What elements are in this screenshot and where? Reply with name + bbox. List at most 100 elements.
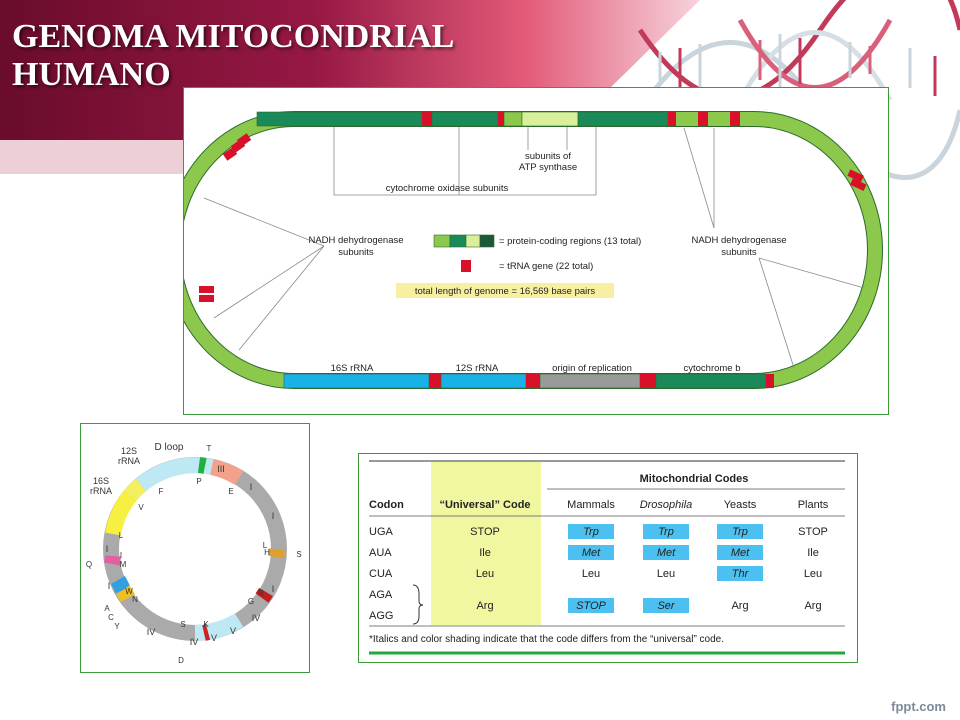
- label-M: M: [120, 560, 127, 569]
- atp-synthase-label-1: subunits of: [525, 151, 571, 162]
- footer-brand: fppt.com: [891, 699, 946, 714]
- differing-cells: [568, 524, 763, 613]
- label-W: W: [125, 587, 133, 596]
- bottom-segments: [283, 373, 774, 389]
- label-D: D: [178, 656, 184, 665]
- header-plants: Plants: [798, 499, 829, 511]
- rrna12-label-1: 12S: [121, 446, 137, 456]
- slide-title: GENOMA MITOCONDRIAL HUMANO: [12, 18, 454, 94]
- label-Q: Q: [86, 560, 92, 569]
- genome-labels: subunits of ATP synthase cytochrome oxid…: [308, 151, 786, 374]
- codon-cell: CUA: [369, 568, 393, 580]
- universal-column-highlight: [431, 462, 541, 625]
- legend-total-text: total length of genome = 16,569 base pai…: [415, 286, 596, 297]
- yeasts-cell: Met: [731, 547, 750, 559]
- band-shape: [0, 0, 700, 140]
- nadh-right-label-2: subunits: [721, 247, 757, 258]
- drosophila-cell: Met: [657, 547, 676, 559]
- label-III: III: [217, 464, 225, 474]
- mammals-cell: Met: [582, 547, 601, 559]
- codon-table-panel: Mitochondrial Codes Codon “Universal” Co…: [358, 453, 858, 663]
- yeasts-cell: Thr: [732, 568, 750, 580]
- label-IV3: IV: [252, 613, 261, 623]
- label-I1: I: [250, 482, 253, 492]
- cytochrome-oxidase-label: cytochrome oxidase subunits: [386, 183, 509, 194]
- table-footnote: *Italics and color shading indicate that…: [369, 634, 724, 645]
- plants-cell: STOP: [798, 526, 828, 538]
- label-G: G: [248, 597, 254, 606]
- legend-trna-text: = tRNA gene (22 total): [499, 261, 593, 272]
- table-row: AGG Arg STOP Ser Arg Arg: [369, 600, 822, 622]
- total-length-highlight: [396, 283, 614, 298]
- label-N: N: [132, 595, 138, 604]
- atp-synthase-label-2: ATP synthase: [519, 162, 577, 173]
- codon-table: Mitochondrial Codes Codon “Universal” Co…: [369, 460, 845, 655]
- label-IV1: IV: [147, 627, 156, 637]
- dloop-label: D loop: [155, 442, 184, 453]
- nadh-left-label-2: subunits: [338, 247, 374, 258]
- label-P: P: [196, 477, 201, 486]
- label-S: S: [180, 620, 185, 629]
- label-V: V: [138, 503, 144, 512]
- universal-cell: STOP: [470, 526, 500, 538]
- drosophila-cell: Trp: [658, 526, 674, 538]
- circle-labels: D loop 12S rRNA 16S rRNA T P F E V L I Q…: [86, 442, 302, 665]
- codon-cell: AUA: [369, 547, 392, 559]
- slide-title-line2: HUMANO: [12, 56, 171, 93]
- label-R: R: [258, 589, 264, 598]
- codon-cell: AGG: [369, 610, 393, 622]
- circle-trna-marks: [104, 457, 285, 641]
- rrna16-label-1: 16S: [93, 476, 109, 486]
- table-row: CUA Leu Leu Leu Thr Leu: [369, 568, 822, 580]
- universal-cell: Arg: [476, 600, 493, 612]
- plants-cell: Arg: [804, 600, 821, 612]
- band-light-strip: [0, 140, 200, 174]
- label-K: K: [203, 620, 209, 629]
- label-C: C: [108, 613, 114, 622]
- label-I5: I: [272, 584, 275, 594]
- label-I3: I: [106, 544, 109, 554]
- mammals-cell: Trp: [583, 526, 599, 538]
- genome-map-panel: subunits of ATP synthase cytochrome oxid…: [165, 87, 889, 415]
- label-A: A: [104, 604, 110, 613]
- label-I4: I: [108, 581, 111, 591]
- label-L2: L: [263, 541, 268, 550]
- brace-icon: [412, 584, 424, 625]
- codon-cell: AGA: [369, 589, 393, 601]
- mammals-cell: Leu: [582, 568, 600, 580]
- yeasts-cell: Trp: [732, 526, 748, 538]
- label-S2: S: [296, 550, 301, 559]
- table-row: UGA STOP Trp Trp Trp STOP: [369, 526, 828, 538]
- yeasts-cell: Arg: [731, 600, 748, 612]
- label-IV2: IV: [190, 637, 199, 647]
- rrna-16s-label: 16S rRNA: [331, 363, 374, 374]
- drosophila-cell: Leu: [657, 568, 675, 580]
- header-drosophila: Drosophila: [640, 499, 693, 511]
- plants-cell: Ile: [807, 547, 819, 559]
- header-yeasts: Yeasts: [724, 499, 757, 511]
- plants-cell: Leu: [804, 568, 822, 580]
- mito-codes-header: Mitochondrial Codes: [640, 473, 749, 485]
- leader-lines: [203, 127, 865, 369]
- curve-trna-marks: [199, 133, 867, 302]
- label-I: I: [120, 551, 122, 560]
- label-V2: V: [230, 626, 236, 636]
- rrna12-label-2: rRNA: [118, 456, 140, 466]
- cytochrome-b-label: cytochrome b: [683, 363, 740, 374]
- label-E: E: [228, 487, 233, 496]
- table-row: AGA: [369, 589, 393, 601]
- codon-cell: UGA: [369, 526, 394, 538]
- universal-cell: Leu: [476, 568, 494, 580]
- slide-title-line1: GENOMA MITOCONDRIAL: [12, 18, 455, 55]
- codon-rows: UGA STOP Trp Trp Trp STOP AUA Ile Met Me…: [369, 526, 828, 622]
- label-L: L: [119, 531, 124, 540]
- top-segments: [256, 111, 740, 127]
- drosophila-cell: Ser: [657, 600, 675, 612]
- label-I2: I: [272, 511, 275, 521]
- origin-label: origin of replication: [552, 363, 632, 374]
- label-Y: Y: [114, 622, 120, 631]
- header-mammals: Mammals: [567, 499, 615, 511]
- mammals-cell: STOP: [576, 600, 606, 612]
- rrna-12s-label: 12S rRNA: [456, 363, 499, 374]
- circular-map-panel: D loop 12S rRNA 16S rRNA T P F E V L I Q…: [80, 423, 310, 673]
